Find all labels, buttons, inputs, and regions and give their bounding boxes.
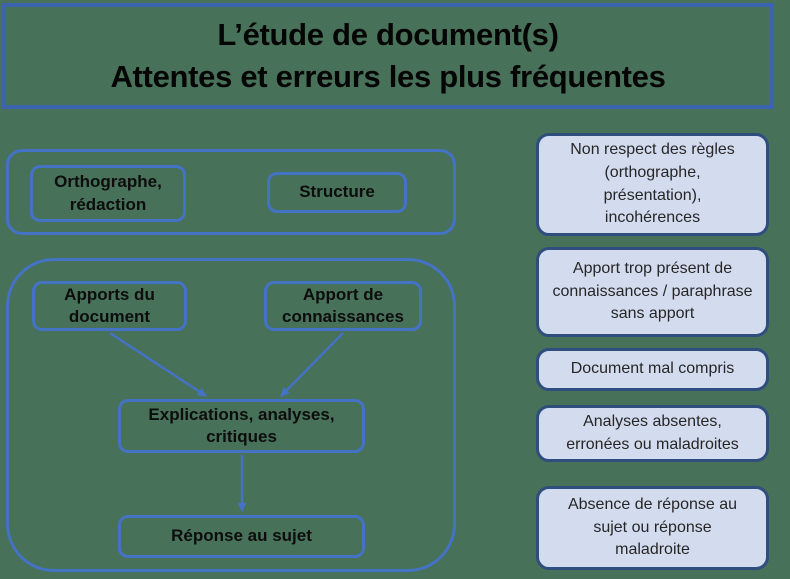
error-box-non-respect-regles: Non respect des règles (orthographe, pré…	[536, 133, 769, 236]
box-reponse-au-sujet: Réponse au sujet	[118, 515, 365, 558]
title-box: L’étude de document(s) Attentes et erreu…	[2, 3, 774, 109]
group-analysis-container	[6, 258, 456, 572]
box-apport-de-connaissances: Apport de connaissances	[264, 281, 422, 331]
box-orthographe-redaction: Orthographe, rédaction	[30, 165, 186, 222]
error-box-document-mal-compris: Document mal compris	[536, 348, 769, 391]
box-apports-du-document: Apports du document	[32, 281, 187, 331]
title-line-1: L’étude de document(s)	[217, 17, 559, 52]
error-box-apport-trop-present: Apport trop présent de connaissances / p…	[536, 247, 769, 337]
group-redaction-container	[6, 149, 456, 235]
box-structure: Structure	[267, 172, 407, 213]
error-box-analyses-absentes: Analyses absentes, erronées ou maladroit…	[536, 405, 769, 462]
error-box-absence-reponse: Absence de réponse au sujet ou réponse m…	[536, 486, 769, 570]
title-line-2: Attentes et erreurs les plus fréquentes	[110, 59, 666, 94]
box-explications-analyses-critiques: Explications, analyses, critiques	[118, 399, 365, 453]
